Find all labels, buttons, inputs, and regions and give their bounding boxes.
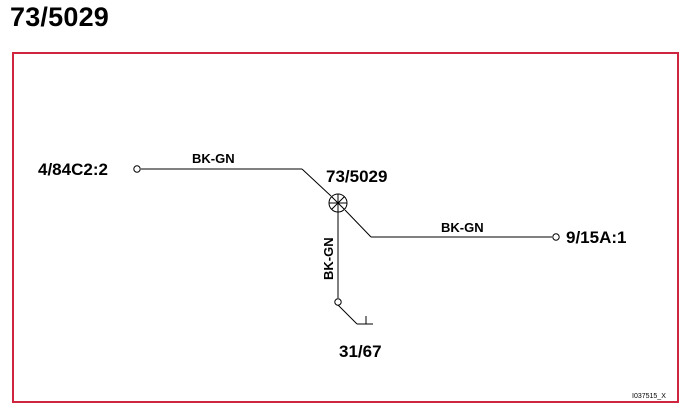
splice-label: 73/5029 <box>326 167 387 186</box>
connector-left-label: 4/84C2:2 <box>38 160 108 179</box>
page-title: 73/5029 <box>10 2 109 32</box>
terminal-right-icon <box>552 233 560 241</box>
connector-right-label: 9/15A:1 <box>566 228 626 247</box>
terminal-ground-icon <box>334 298 342 306</box>
wire-down-color-label: BK-GN <box>321 237 336 280</box>
diagram-frame <box>12 52 679 403</box>
terminal-left-icon <box>133 165 141 173</box>
ground-icon <box>337 304 373 325</box>
reference-id: I037515_X <box>632 393 666 400</box>
wire-left-diagonal <box>301 168 332 197</box>
ground-label: 31/67 <box>339 342 382 361</box>
wire-right-diagonal <box>344 209 372 238</box>
splice-icon <box>328 193 348 213</box>
wire-right-color-label: BK-GN <box>441 220 484 235</box>
wire-left-color-label: BK-GN <box>192 151 235 166</box>
